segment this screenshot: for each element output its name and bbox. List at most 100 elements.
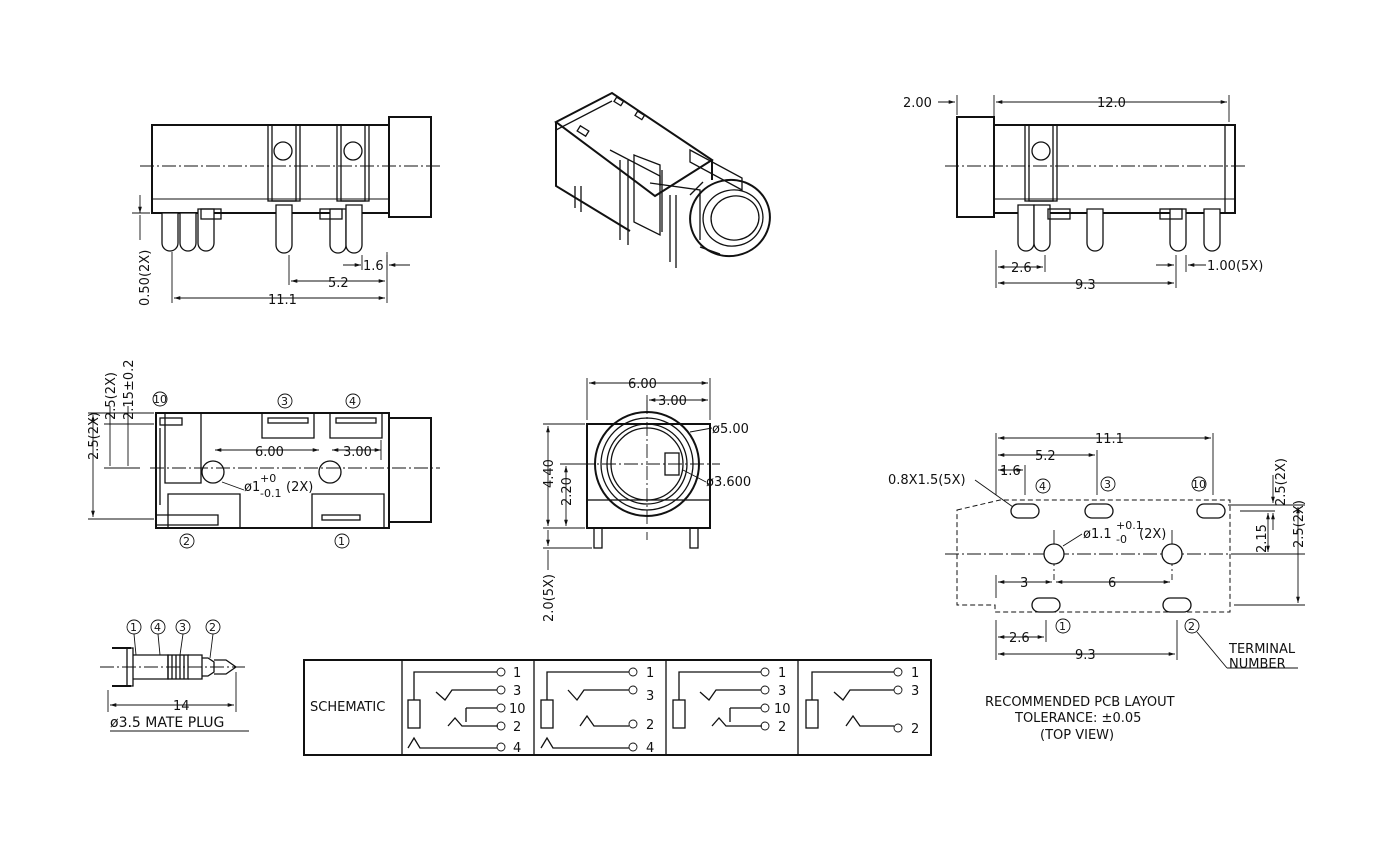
svg-text:4: 4	[1039, 480, 1046, 493]
right-side-view: 2.00 12.0 2.6 9.3 1.00(5X)	[903, 95, 1263, 293]
dim-2-0-front: 2.0(5X)	[542, 574, 557, 622]
schematic-block-4: 1 3 2	[805, 666, 919, 737]
mate-plug: 1 4 3 2 14 ø3.5 MATE PLUG	[100, 619, 249, 732]
dim-9-3-pcb: 9.3	[1075, 648, 1096, 663]
dim-2-5-2x-top: 2.5(2X)	[104, 372, 119, 420]
front-view: 6.00 3.00 ø5.00 ø3.600 4.40 2.20 2.0(5X)	[542, 377, 751, 622]
terminal-3-top: 3	[277, 393, 293, 409]
svg-text:2: 2	[778, 720, 786, 735]
terminal-1-pcb: 1	[1055, 618, 1071, 634]
dim-3-00-top: 3.00	[343, 445, 372, 460]
terminal-1-top: 1	[334, 533, 350, 549]
plug-label-4: 2	[209, 621, 216, 634]
svg-text:10: 10	[153, 393, 167, 406]
svg-text:3: 3	[513, 684, 521, 699]
plug-caption: ø3.5 MATE PLUG	[110, 715, 224, 731]
terminal-10-pcb: 10	[1191, 476, 1207, 492]
pcb-layout: 4 3 10 1 2 11.1 5.2 1.6 0.8X1.5(5X)	[888, 432, 1307, 743]
svg-text:3: 3	[911, 684, 919, 699]
hole-count-pcb: (2X)	[1139, 527, 1166, 542]
dim-2-5-top-pcb: 2.5(2X)	[1274, 458, 1289, 506]
dim-2-15-top: 2.15±0.2	[122, 359, 137, 420]
svg-text:10: 10	[774, 702, 791, 717]
plug-label-2: 4	[154, 621, 161, 634]
dim-11-1-pcb: 11.1	[1095, 432, 1124, 447]
dim-1-6-pcb: 1.6	[1000, 464, 1021, 479]
svg-text:3: 3	[1104, 478, 1111, 491]
terminal-2-top: 2	[179, 533, 195, 549]
hole-label-main-top: ø1	[244, 480, 260, 495]
dim-2-5-right-pcb: 2.5(2X)	[1292, 500, 1307, 548]
dim-2-5-left-top: 2.5(2X)	[87, 412, 102, 460]
schematic-title: SCHEMATIC	[310, 700, 385, 715]
hole-count-top: (2X)	[286, 480, 313, 495]
dim-5-00-front: ø5.00	[712, 422, 749, 437]
schematic-block-2: 1 3 2 4	[540, 666, 654, 756]
terminal-4-pcb: 4	[1035, 478, 1051, 494]
dim-5-2: 5.2	[328, 276, 349, 291]
svg-text:3: 3	[646, 689, 654, 704]
schematic-table: SCHEMATIC 1 3 10 2 4	[303, 659, 932, 756]
dim-1-00: 1.00(5X)	[1207, 259, 1263, 274]
hole-tol-lower-pcb: -0	[1116, 533, 1127, 546]
terminal-10-top: 10	[152, 391, 168, 407]
terminal-3-pcb: 3	[1100, 476, 1116, 492]
dim-6-pcb: 6	[1108, 576, 1116, 591]
svg-text:1: 1	[513, 666, 521, 681]
svg-text:1: 1	[911, 666, 919, 681]
svg-text:1: 1	[778, 666, 786, 681]
pcb-note-2: TOLERANCE: ±0.05	[1014, 711, 1141, 726]
dim-14-plug: 14	[173, 699, 190, 714]
dim-6-00-top: 6.00	[255, 445, 284, 460]
left-side-view: 0.50(2X) 11.1 5.2 1.6	[132, 116, 440, 308]
dim-slot-pcb: 0.8X1.5(5X)	[888, 473, 966, 488]
dim-1-6: 1.6	[363, 259, 384, 274]
svg-text:2: 2	[646, 718, 654, 733]
svg-text:4: 4	[646, 741, 654, 756]
terminal-note-1: TERMINAL	[1228, 642, 1296, 657]
svg-text:1: 1	[338, 535, 345, 548]
dim-11-1: 11.1	[268, 293, 297, 308]
terminal-note-2: NUMBER	[1229, 657, 1286, 672]
dim-2-00: 2.00	[903, 96, 932, 111]
dim-5-2-pcb: 5.2	[1035, 449, 1056, 464]
terminal-4-top: 4	[345, 393, 361, 409]
plug-label-1: 1	[130, 621, 137, 634]
dim-2-15-pcb: 2.15	[1255, 524, 1270, 553]
svg-text:3: 3	[281, 395, 288, 408]
svg-text:4: 4	[349, 395, 356, 408]
svg-text:1: 1	[646, 666, 654, 681]
dim-3-00-front: 3.00	[658, 394, 687, 409]
dim-2-20-front: 2.20	[560, 477, 575, 506]
hole-tol-upper-top: +0	[260, 472, 276, 485]
schematic-block-3: 1 3 10 2	[672, 666, 791, 735]
dim-3-pcb: 3	[1020, 576, 1028, 591]
dim-12-0: 12.0	[1097, 96, 1126, 111]
dim-6-00-front: 6.00	[628, 377, 657, 392]
dim-9-3: 9.3	[1075, 278, 1096, 293]
dim-2-6: 2.6	[1011, 261, 1032, 276]
svg-text:2: 2	[183, 535, 190, 548]
isometric-view	[554, 91, 771, 268]
svg-text:2: 2	[911, 722, 919, 737]
svg-text:3: 3	[778, 684, 786, 699]
svg-text:10: 10	[509, 702, 526, 717]
hole-tol-upper-pcb: +0.1	[1116, 519, 1143, 532]
svg-text:2: 2	[513, 720, 521, 735]
svg-text:1: 1	[1059, 620, 1066, 633]
pcb-note-1: RECOMMENDED PCB LAYOUT	[985, 695, 1175, 710]
terminal-2-pcb: 2	[1184, 618, 1200, 634]
dim-pin-height: 0.50(2X)	[138, 250, 153, 306]
hole-main-pcb: ø1.1	[1083, 527, 1112, 542]
pcb-note-3: (TOP VIEW)	[1040, 728, 1114, 743]
top-view: 10 3 4 2 1 6.00 3.00 ø1 +0 -0.1 (2X)	[87, 359, 440, 549]
dim-4-40-front: 4.40	[542, 459, 557, 488]
plug-label-3: 3	[179, 621, 186, 634]
svg-text:10: 10	[1192, 478, 1206, 491]
svg-text:4: 4	[513, 741, 521, 756]
dim-3-600-front: ø3.600	[706, 475, 751, 490]
dim-2-6-pcb: 2.6	[1009, 631, 1030, 646]
svg-text:2: 2	[1188, 620, 1195, 633]
hole-tol-lower-top: -0.1	[260, 487, 281, 500]
